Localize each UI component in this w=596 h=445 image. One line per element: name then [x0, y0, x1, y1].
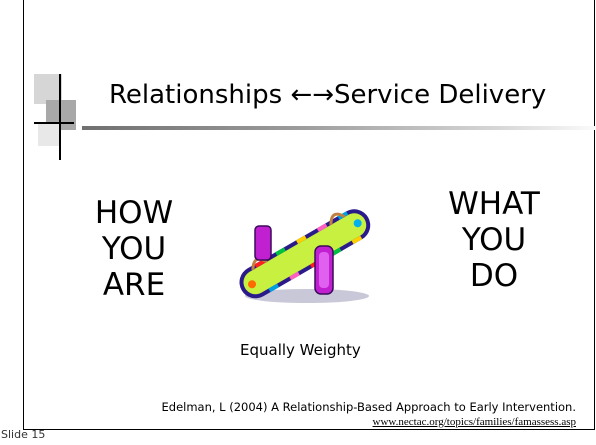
- right-word-3: DO: [469, 258, 519, 294]
- citation-link[interactable]: www.nectac.org/topics/families/famassess…: [372, 416, 576, 428]
- left-word-2: YOU: [101, 231, 167, 267]
- left-word-1: HOW: [94, 195, 174, 231]
- right-word-1: WHAT: [448, 186, 540, 222]
- caption: Equally Weighty: [240, 341, 361, 359]
- citation-text: Edelman, L (2004) A Relationship-Based A…: [161, 400, 577, 414]
- slide-title: Relationships ←→Service Delivery: [109, 80, 547, 110]
- citation: Edelman, L (2004) A Relationship-Based A…: [162, 400, 577, 430]
- right-word-2: YOU: [461, 222, 527, 258]
- slide-frame: Relationships ←→Service Delivery HOW YOU…: [23, 0, 596, 430]
- slide-number: Slide 15: [1, 428, 46, 441]
- left-words: HOW YOU ARE: [84, 195, 184, 303]
- gray-squares-decoration: [34, 74, 76, 160]
- title-rule: [82, 126, 596, 130]
- right-words: WHAT YOU DO: [429, 186, 559, 294]
- left-word-3: ARE: [102, 267, 166, 303]
- seesaw-icon: [239, 209, 371, 303]
